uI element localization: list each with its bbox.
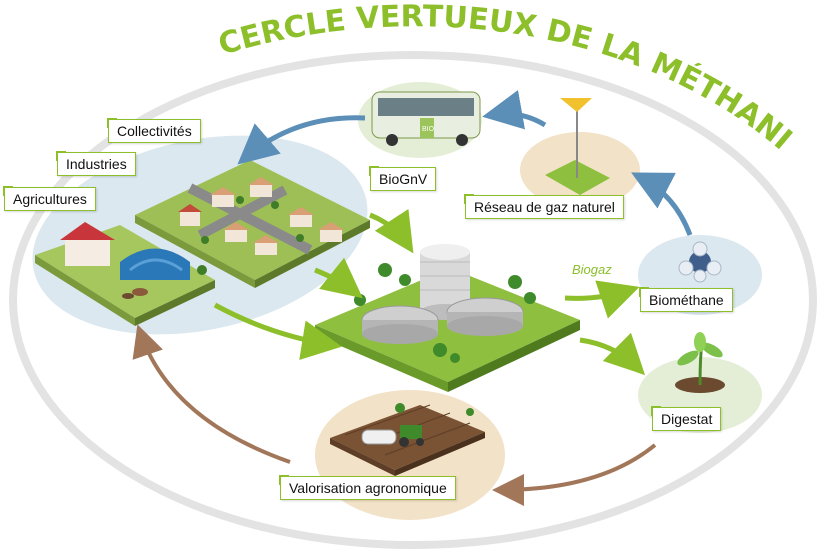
label-valorisation: Valorisation agronomique — [279, 475, 456, 500]
bus-icon: BIO — [371, 91, 481, 146]
label-agricultures: Agricultures — [3, 186, 96, 211]
cycle-ellipse — [9, 51, 817, 549]
sprout-icon — [675, 332, 725, 393]
arrow-plant-to-digestat — [579, 332, 646, 376]
arrow-network-to-bus — [482, 90, 547, 130]
methanisation-plant-icon — [315, 244, 580, 392]
tractor-field-icon — [330, 403, 485, 476]
arrow-biomethane-to-network — [631, 172, 693, 236]
label-reseau-gaz: Réseau de gaz naturel — [464, 194, 624, 219]
label-biognv: BioGnV — [369, 166, 437, 191]
arrow-farm-to-plant-2 — [213, 302, 342, 360]
label-collectivites: Collectivités — [107, 118, 201, 143]
arrow-plant-to-biomethane — [564, 280, 640, 319]
arrow-digestat-to-field — [492, 443, 657, 506]
title-curve: CERCLE VERTUEUX DE LA MÉTHANISATION — [0, 0, 798, 157]
methane-molecule-icon — [678, 241, 722, 283]
label-biomethane: Biométhane — [639, 287, 733, 312]
city-icon — [135, 160, 370, 288]
arrow-city-to-plant — [369, 208, 414, 254]
svg-text:BIO: BIO — [422, 126, 435, 133]
farm-icon — [35, 222, 215, 326]
label-biogaz: Biogaz — [572, 262, 612, 277]
gas-network-sign-icon — [545, 98, 610, 195]
arrow-bus-to-city — [237, 115, 366, 165]
label-industries: Industries — [56, 151, 136, 176]
label-digestat: Digestat — [651, 406, 722, 431]
arrow-field-to-farm — [132, 324, 291, 464]
arrow-farm-to-plant-1 — [314, 257, 363, 299]
